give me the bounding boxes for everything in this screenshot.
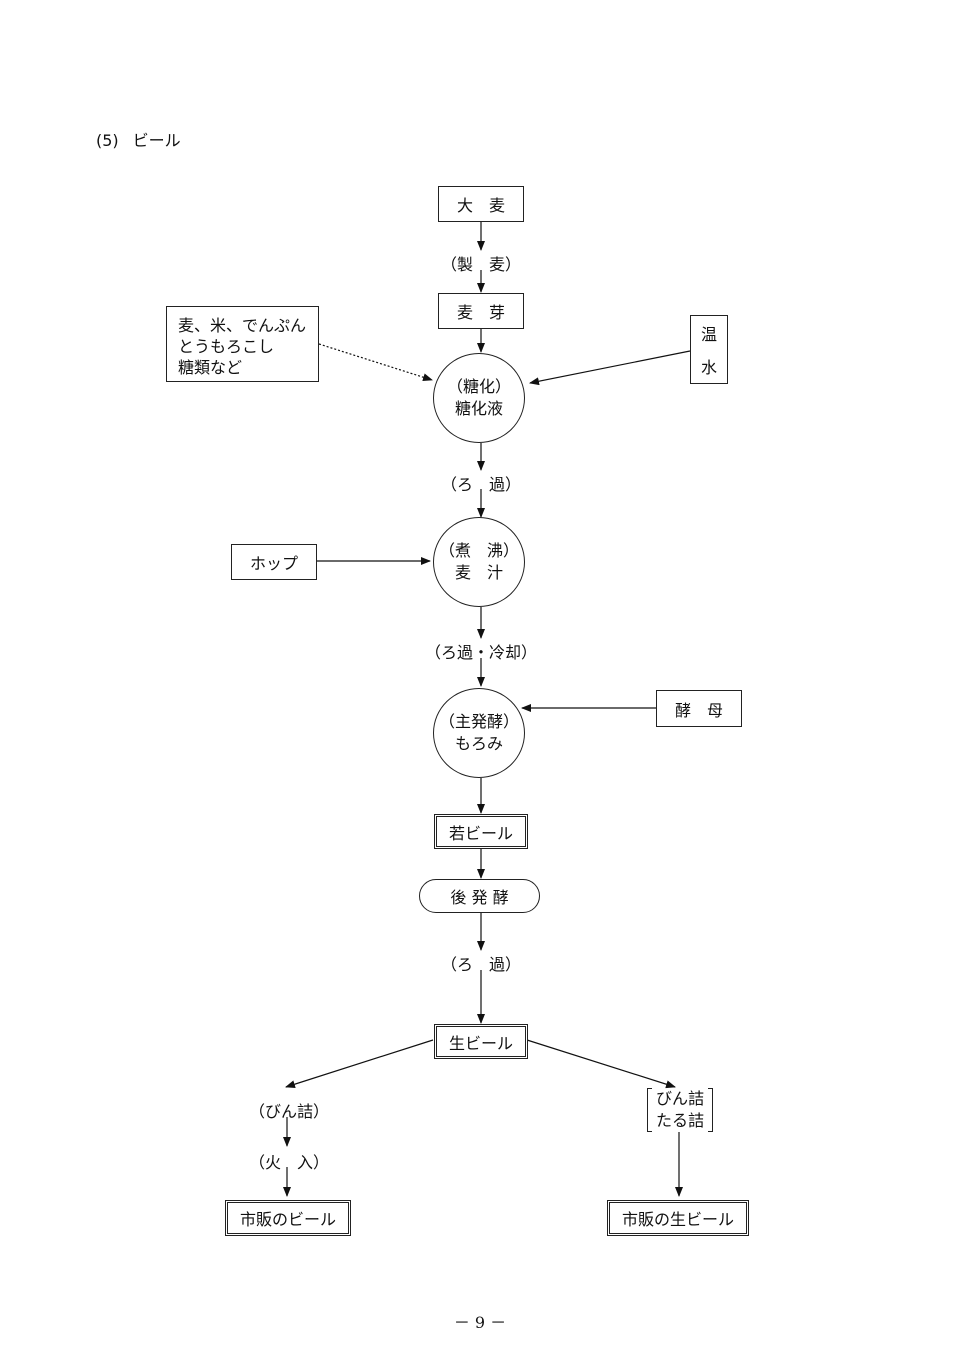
page-number: － 9 － [453,1313,507,1332]
wort-label: 麦 汁 [454,563,503,582]
node-yeast: 酵 母 [656,690,742,727]
arrow-adjuncts-saccharify [318,343,433,382]
node-draft-beer: 生ビール [434,1024,528,1059]
node-adjuncts: 麦、米、でんぷん とうもろこし 糖類など [166,306,319,382]
main-ferment-step-label: （主発酵） [438,712,519,731]
moromi-label: もろみ [454,734,503,753]
node-hops: ホップ [231,544,317,580]
saccharify-step-label: （糖化） [446,377,511,396]
node-hot-water: 温 水 [690,315,728,384]
adjuncts-line-2: とうもろこし [178,337,275,356]
step-filter-2: （ろ 過） [440,955,522,974]
step-filter-cool: （ろ過・冷却） [424,643,538,662]
step-bottling: （びん詰） [248,1102,330,1121]
arrow-water-saccharify [529,350,691,386]
node-commercial-beer: 市販のビール [225,1200,351,1236]
node-commercial-draft-beer: 市販の生ビール [607,1200,749,1236]
node-main-fermentation: （主発酵） もろみ [433,688,525,778]
node-saccharification: （糖化） 糖化液 [433,353,525,443]
step-malting: （製 麦） [440,255,522,274]
node-malt: 麦 芽 [438,293,524,329]
step-pasteurize: （火 入） [248,1153,330,1172]
hot-water-char-2: 水 [700,358,717,378]
node-secondary-fermentation: 後 発 酵 [419,879,540,913]
node-young-beer: 若ビール [434,814,528,849]
arrow-draft-bottling [285,1039,434,1089]
section-title: ビール [132,131,181,150]
adjuncts-line-3: 糖類など [178,358,243,377]
node-barley: 大 麦 [438,186,524,222]
hot-water-char-1: 温 [700,324,717,344]
saccharified-liquid-label: 糖化液 [454,399,503,418]
arrow-draft-bottlekeg [526,1039,676,1089]
section-heading: (5) ビール [96,127,181,151]
bottle-keg-line-1: びん詰 [655,1089,704,1108]
section-number: (5) [96,131,119,150]
bracket-bottle-keg: びん詰 たる詰 [647,1088,713,1132]
adjuncts-line-1: 麦、米、でんぷん [178,316,307,335]
boil-step-label: （煮 沸） [438,541,519,560]
node-boiling: （煮 沸） 麦 汁 [433,517,525,607]
step-filter-1: （ろ 過） [440,475,522,494]
bottle-keg-line-2: たる詰 [655,1111,704,1130]
